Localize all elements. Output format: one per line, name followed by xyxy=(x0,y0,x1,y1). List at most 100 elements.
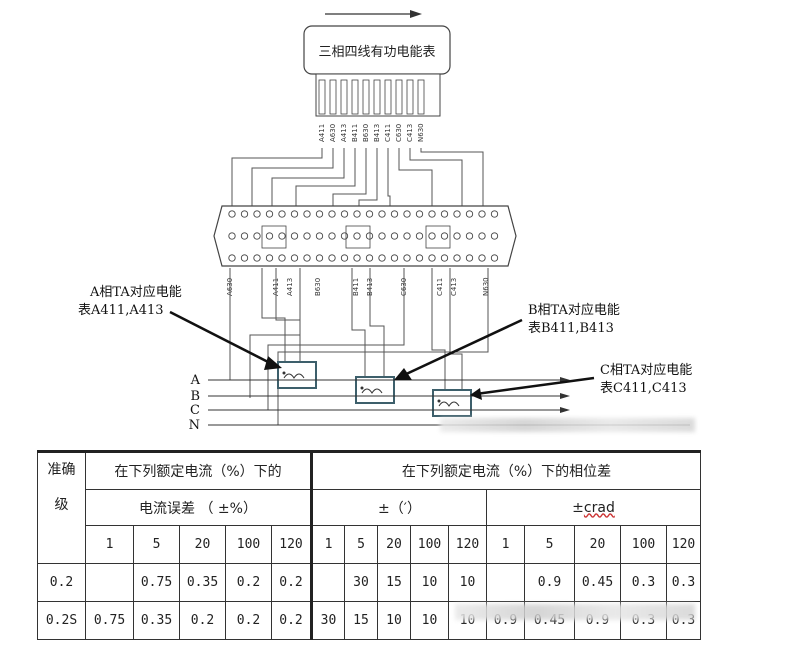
terminal-screw xyxy=(403,232,411,240)
terminal-screw xyxy=(440,210,449,218)
terminal-screw xyxy=(353,254,361,262)
phase-minutes-cell: 10 xyxy=(448,563,487,602)
header-crad-unit: crad xyxy=(583,499,615,516)
terminal-screws xyxy=(228,210,499,262)
terminal-screw xyxy=(453,254,461,262)
meter-pin xyxy=(384,79,392,115)
terminal-screw xyxy=(353,232,361,240)
terminal-block-label: N630 xyxy=(482,277,490,296)
meter-pin xyxy=(340,79,348,115)
header-crad: ±crad xyxy=(486,489,701,526)
callout-a-line2: 表A411,A413 xyxy=(78,303,164,318)
meter-pin xyxy=(362,79,370,115)
terminal-screw xyxy=(228,254,236,262)
terminal-screw xyxy=(303,254,311,262)
terminal-screw xyxy=(253,210,261,218)
phase-minutes-cell xyxy=(310,563,345,602)
terminal-screw xyxy=(278,232,286,240)
header-current-error-line2: 电流误差 （ ±%） xyxy=(85,489,312,526)
percent-header: 120 xyxy=(448,525,487,564)
terminal-screw xyxy=(415,254,424,262)
terminal-screw xyxy=(340,232,349,240)
watermark-blur xyxy=(440,418,695,432)
terminal-screw xyxy=(478,210,486,218)
terminal-screw xyxy=(453,232,461,240)
percent-header: 1 xyxy=(486,525,525,564)
current-error-cell: 0.2 xyxy=(179,601,226,640)
phase-minutes-cell: 15 xyxy=(344,601,378,640)
terminal-screw xyxy=(415,210,424,218)
watermark-blur xyxy=(455,604,695,620)
terminal-screw xyxy=(440,232,449,240)
callout-b: B相TA对应电能 表B411,B413 xyxy=(394,302,620,380)
terminal-screw xyxy=(428,210,436,218)
callout-c-line2: 表C411,C413 xyxy=(600,381,687,396)
terminal-screw xyxy=(253,254,261,262)
phase-crad-cell: 0.9 xyxy=(524,563,575,602)
terminal-screw xyxy=(240,210,249,218)
meter-pin xyxy=(318,79,326,115)
terminal-screw xyxy=(478,232,486,240)
meter-terminal-label: A413 xyxy=(340,124,348,142)
header-minutes: ±（′） xyxy=(310,489,487,526)
percent-header: 20 xyxy=(179,525,226,564)
terminal-screw xyxy=(340,210,349,218)
terminal-screw xyxy=(315,254,324,262)
phase-minutes-cell: 15 xyxy=(377,563,411,602)
terminal-screw xyxy=(478,254,486,262)
phase-label-a: A xyxy=(190,373,201,388)
phase-crad-cell: 0.45 xyxy=(574,563,621,602)
terminal-screw xyxy=(390,210,399,218)
terminal-screw xyxy=(315,210,324,218)
percent-header: 120 xyxy=(666,525,701,564)
phase-minutes-cell: 10 xyxy=(410,601,449,640)
phase-minutes-cell: 10 xyxy=(410,563,449,602)
current-error-cell: 0.2 xyxy=(271,601,312,640)
terminal-screw xyxy=(440,254,449,262)
callout-b-line2: 表B411,B413 xyxy=(528,321,614,336)
terminal-screw xyxy=(265,232,274,240)
meter-terminal-label: B411 xyxy=(351,124,359,142)
terminal-screw xyxy=(328,210,336,218)
current-error-cell: 0.35 xyxy=(133,601,180,640)
terminal-screw xyxy=(228,232,236,240)
terminal-screw xyxy=(490,254,499,262)
meter-title: 三相四线有功电能表 xyxy=(318,45,435,60)
meter-pin xyxy=(373,79,381,115)
percent-header: 1 xyxy=(310,525,345,564)
current-error-cell: 0.75 xyxy=(85,601,134,640)
phase-minutes-cell: 30 xyxy=(310,601,345,640)
meter-pin xyxy=(351,79,359,115)
phase-crad-cell: 0.3 xyxy=(620,563,667,602)
header-current-error-line1: 在下列额定电流（%）下的 xyxy=(85,450,312,490)
terminal-screw xyxy=(378,254,386,262)
header-class-line1: 准确 xyxy=(47,462,76,478)
terminal-screw xyxy=(240,254,249,262)
terminal-screw xyxy=(365,210,374,218)
meter-terminal-label: C413 xyxy=(406,124,414,142)
meter-pin xyxy=(406,79,414,115)
terminal-block-label: A413 xyxy=(286,278,294,296)
terminal-screw xyxy=(490,210,499,218)
ct-b xyxy=(355,376,395,404)
terminal-screw xyxy=(353,210,361,218)
terminal-block-label: C411 xyxy=(436,278,444,296)
terminal-screw xyxy=(428,232,436,240)
percent-header: 100 xyxy=(410,525,449,564)
meter-terminal-label: C630 xyxy=(395,124,403,142)
terminal-screw xyxy=(265,210,274,218)
header-class: 准确 级 xyxy=(37,450,86,564)
percent-header: 5 xyxy=(524,525,575,564)
terminal-screw xyxy=(303,210,311,218)
terminal-screw xyxy=(465,232,474,240)
percent-header: 100 xyxy=(225,525,272,564)
ct-a xyxy=(277,361,317,389)
meter-pin xyxy=(329,79,337,115)
terminal-screw xyxy=(290,254,299,262)
current-error-cell: 0.35 xyxy=(179,563,226,602)
meter-terminal-label: B413 xyxy=(373,124,381,142)
meter-wires xyxy=(231,148,484,208)
terminal-screw xyxy=(465,254,474,262)
